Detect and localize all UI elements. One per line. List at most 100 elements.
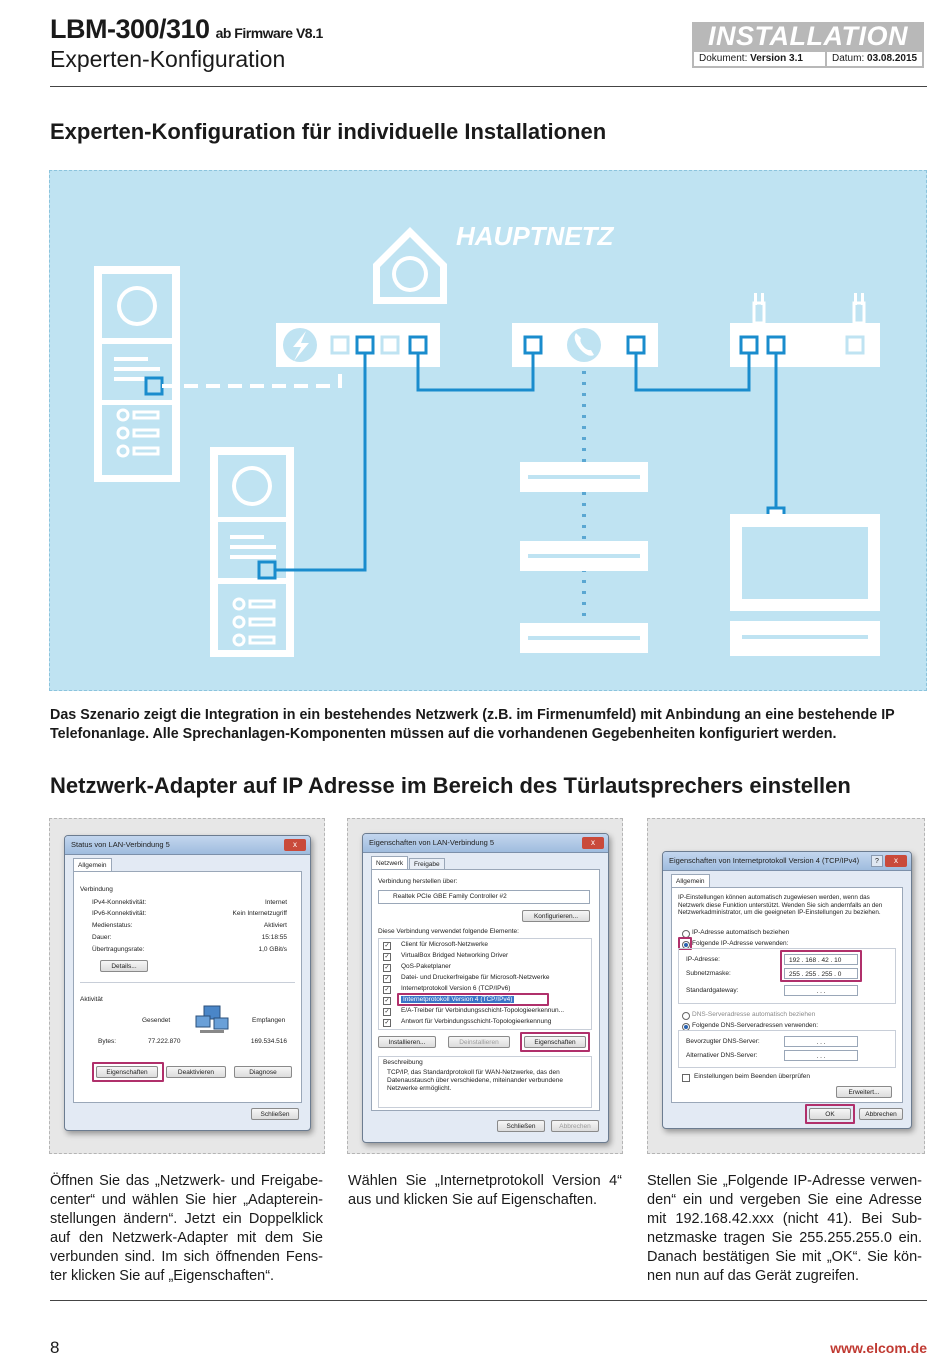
close-button[interactable]: Schließen	[251, 1108, 299, 1120]
highlight-properties	[520, 1032, 590, 1052]
tab-general[interactable]: Allgemein	[73, 858, 112, 872]
installation-badge: INSTALLATION Dokument: Version 3.1 Datum…	[692, 22, 924, 68]
list-item[interactable]: Internetprotokoll Version 6 (TCP/IPv6)	[401, 985, 511, 992]
checkbox-checked[interactable]: ✓	[383, 997, 391, 1005]
status-dialog: Status von LAN-Verbindung 5 x Allgemein …	[64, 835, 311, 1131]
checkbox-checked[interactable]: ✓	[383, 975, 391, 983]
diagnose-button[interactable]: Diagnose	[234, 1066, 292, 1078]
ipv4-properties-dialog: Eigenschaften von Internetprotokoll Vers…	[662, 851, 912, 1129]
network-diagram: HAUPTNETZ	[49, 170, 927, 691]
instruction-step-3: Stellen Sie „Folgende IP-Adresse verwen­…	[647, 1173, 922, 1284]
gateway-field[interactable]: . . .	[784, 985, 858, 996]
lan-properties-dialog: Eigenschaften von LAN-Verbindung 5 x Net…	[362, 833, 609, 1143]
document-subtitle: Experten-Konfiguration	[50, 46, 286, 72]
radio-manual-dns-label: Folgende DNS-Serveradressen verwenden:	[692, 1022, 819, 1029]
intro-text: IP-Einstellungen können automatisch zuge…	[678, 894, 883, 916]
cancel-button[interactable]: Abbrechen	[551, 1120, 599, 1132]
checkbox-checked[interactable]: ✓	[383, 964, 391, 972]
description-group: Beschreibung TCP/IP, das Standardprotoko…	[378, 1056, 592, 1108]
radio-auto-dns[interactable]	[682, 1012, 690, 1020]
row-label: IPv4-Konnektivität:	[92, 899, 147, 906]
radio-auto-dns-label: DNS-Serveradresse automatisch beziehen	[692, 1011, 816, 1018]
description-label: Beschreibung	[383, 1059, 423, 1066]
subnet-mask-field[interactable]: 255 . 255 . 255 . 0	[784, 968, 858, 979]
received-label: Empfangen	[252, 1017, 286, 1024]
tab-sharing[interactable]: Freigabe	[409, 858, 445, 870]
row-label: Medienstatus:	[92, 922, 133, 929]
tab-content: Verbindung IPv4-Konnektivität: Internet …	[73, 871, 302, 1103]
checkbox-checked[interactable]: ✓	[383, 953, 391, 961]
dialog-titlebar: Eigenschaften von LAN-Verbindung 5 x	[363, 834, 608, 853]
network-cables	[275, 353, 778, 572]
footer-divider	[50, 1300, 927, 1301]
header-divider	[50, 86, 927, 87]
checkbox-checked[interactable]: ✓	[383, 1008, 391, 1016]
advanced-button[interactable]: Erweitert...	[836, 1086, 892, 1098]
door-station-1	[94, 266, 180, 482]
list-item[interactable]: QoS-Paketplaner	[401, 963, 451, 970]
row-value: 15:18:55	[261, 934, 287, 941]
bytes-label: Bytes:	[98, 1038, 117, 1045]
cancel-button[interactable]: Abbrechen	[859, 1108, 903, 1120]
badge-document: Dokument: Version 3.1	[694, 52, 825, 66]
tab-network[interactable]: Netzwerk	[371, 856, 409, 870]
bytes-received-value: 169.534.516	[250, 1038, 287, 1045]
deactivate-button[interactable]: Deaktivieren	[166, 1066, 226, 1078]
uninstall-button[interactable]: Deinstallieren	[448, 1036, 510, 1048]
validate-label: Einstellungen beim Beenden überprüfen	[694, 1073, 811, 1080]
close-button[interactable]: Schließen	[497, 1120, 545, 1132]
ip-group	[678, 948, 896, 1004]
list-item-selected[interactable]: Internetprotokoll Version 4 (TCP/IPv4)	[401, 996, 515, 1003]
badge-date: Datum: 03.08.2015	[827, 52, 922, 66]
page-number: 8	[50, 1338, 60, 1357]
properties-button[interactable]: Eigenschaften	[96, 1066, 158, 1078]
list-item[interactable]: Antwort für Verbindungsschicht-Topologie…	[401, 1018, 552, 1025]
list-item[interactable]: VirtualBox Bridged Networking Driver	[401, 952, 509, 959]
row-value: 1,0 GBit/s	[258, 946, 287, 953]
ip-address-field[interactable]: 192 . 168 . 42 . 10	[784, 954, 858, 965]
instruction-step-2: Wählen Sie „Internetprotokoll Version 4“…	[348, 1173, 622, 1208]
dns1-label: Bevorzugter DNS-Server:	[686, 1038, 760, 1045]
properties-button[interactable]: Eigenschaften	[524, 1036, 586, 1048]
details-button[interactable]: Details...	[100, 960, 148, 972]
validate-checkbox[interactable]	[682, 1074, 690, 1082]
close-icon[interactable]: x	[284, 839, 306, 851]
checkbox-checked[interactable]: ✓	[383, 942, 391, 950]
tab-general[interactable]: Allgemein	[671, 874, 710, 888]
list-item[interactable]: Datei- und Druckerfreigabe für Microsoft…	[401, 974, 550, 981]
adapter-field: Realtek PCIe GBE Family Controller #2	[378, 890, 590, 904]
dns1-field[interactable]: . . .	[784, 1036, 858, 1047]
help-icon[interactable]: ?	[871, 855, 883, 867]
network-activity-icon	[195, 1005, 229, 1033]
badge-title: INSTALLATION	[708, 21, 908, 51]
website-link[interactable]: www.elcom.de	[830, 1340, 927, 1356]
dns2-label: Alternativer DNS-Server:	[686, 1052, 758, 1059]
screenshot-panel-2: Eigenschaften von LAN-Verbindung 5 x Net…	[347, 818, 623, 1154]
close-icon[interactable]: x	[582, 837, 604, 849]
separator	[80, 982, 295, 983]
highlight-ok	[805, 1104, 855, 1124]
screenshot-panel-3: Eigenschaften von Internetprotokoll Vers…	[647, 818, 925, 1154]
mask-label: Subnetzmaske:	[686, 970, 731, 977]
configure-button[interactable]: Konfigurieren...	[522, 910, 590, 922]
install-button[interactable]: Installieren...	[378, 1036, 436, 1048]
checkbox-checked[interactable]: ✓	[383, 1019, 391, 1027]
firmware-note: ab Firmware V8.1	[215, 25, 324, 41]
row-label: Dauer:	[92, 934, 112, 941]
highlight-ipv4	[397, 993, 549, 1006]
elements-label: Diese Verbindung verwendet folgende Elem…	[378, 928, 519, 935]
dns2-field[interactable]: . . .	[784, 1050, 858, 1061]
checkbox-checked[interactable]: ✓	[383, 986, 391, 994]
ok-button[interactable]: OK	[809, 1108, 851, 1120]
network-diagram-svg: HAUPTNETZ	[94, 221, 880, 657]
bytes-sent-value: 77.222.870	[148, 1038, 181, 1045]
close-icon[interactable]: x	[885, 855, 907, 867]
highlight-properties	[92, 1062, 164, 1082]
row-value: Internet	[264, 899, 287, 906]
list-item[interactable]: E/A-Treiber für Verbindungsschicht-Topol…	[401, 1007, 565, 1014]
list-item[interactable]: Client für Microsoft-Netzwerke	[401, 941, 489, 948]
row-value: Aktiviert	[263, 922, 287, 929]
description-text: TCP/IP, das Standardprotokoll für WAN-Ne…	[387, 1069, 563, 1092]
dialog-titlebar: Status von LAN-Verbindung 5 x	[65, 836, 310, 855]
